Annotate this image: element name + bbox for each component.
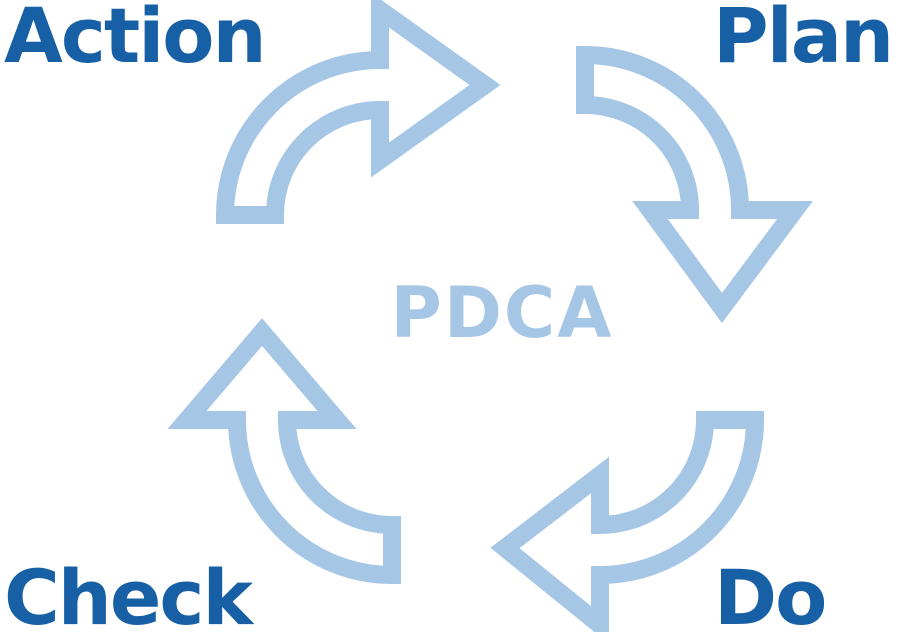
cycle-title: PDCA	[390, 272, 614, 354]
stage-label-do: Do	[714, 553, 827, 632]
stage-label-action: Action	[4, 0, 267, 80]
arrow-plan-to-do	[576, 45, 813, 324]
stage-label-plan: Plan	[713, 0, 894, 80]
arrow-do-to-check	[490, 411, 765, 632]
arrow-action-to-plan	[215, 0, 501, 224]
stage-label-check: Check	[4, 553, 253, 632]
arrow-check-to-action	[167, 318, 401, 585]
